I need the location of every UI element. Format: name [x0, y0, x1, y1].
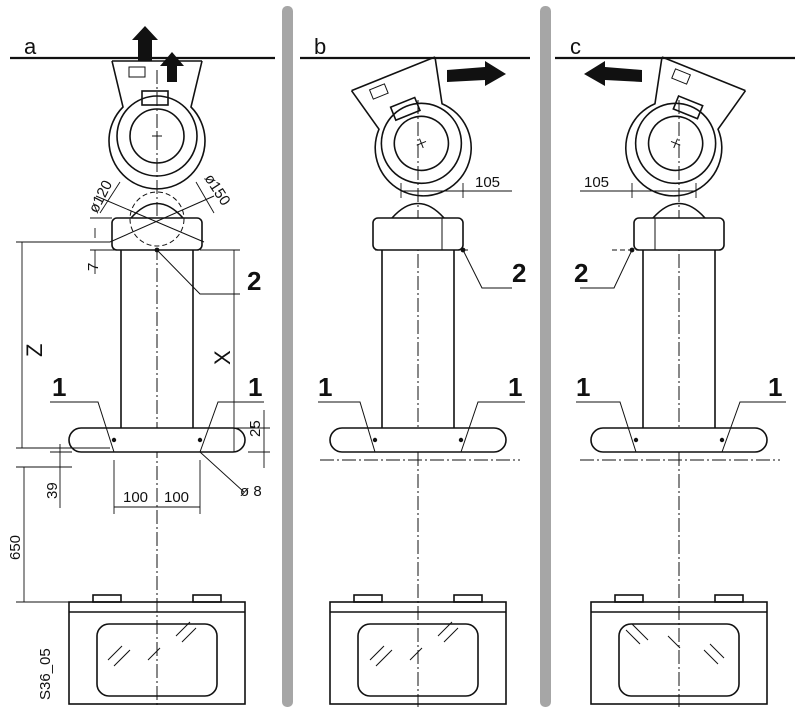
dim-105-b: 105: [475, 174, 500, 191]
panel-b: 105 2 1 1: [318, 55, 526, 707]
base-unit-b: [329, 594, 507, 705]
dim-100-left: 100: [123, 489, 148, 506]
dim-105-c: 105: [584, 174, 609, 191]
callout-1-a-right: 1: [248, 372, 262, 402]
figure-code: S36_05: [37, 648, 54, 700]
arrow-right-icon: [447, 61, 506, 86]
dim-dia-8: ø 8: [240, 483, 262, 500]
separator-ab: [282, 6, 293, 707]
callout-2-a: 2: [247, 266, 261, 296]
panel-label-a: a: [24, 34, 37, 59]
callout-1-b-right: 1: [508, 372, 522, 402]
dim-dia-120: ø120: [85, 178, 116, 216]
dim-39: 39: [44, 482, 61, 499]
callout-1-c-left: 1: [576, 372, 590, 402]
separator-bc: [540, 6, 551, 707]
dim-650: 650: [7, 535, 24, 560]
dim-x: X: [210, 350, 235, 365]
callout-1-b-left: 1: [318, 372, 332, 402]
panel-c: 105 2 1 1: [574, 55, 786, 707]
dim-dia-150: ø150: [201, 171, 234, 209]
panel-a: ø120 ø150 2 7 Z X 25 39 650: [7, 26, 270, 707]
dim-100-right: 100: [164, 489, 189, 506]
panel-label-c: c: [570, 34, 581, 59]
panel-label-b: b: [314, 34, 326, 59]
callout-2-c: 2: [574, 258, 588, 288]
base-unit-c: [590, 594, 768, 705]
callout-1-a-left: 1: [52, 372, 66, 402]
mount-a: [68, 202, 246, 453]
dim-25: 25: [247, 420, 264, 437]
arrow-left-icon: [584, 61, 642, 86]
arrow-up-icon: [132, 26, 158, 61]
dim-z: Z: [22, 344, 47, 357]
callout-1-c-right: 1: [768, 372, 782, 402]
dim-7: 7: [85, 263, 102, 271]
callout-2-b: 2: [512, 258, 526, 288]
arrow-up-icon: [160, 52, 184, 82]
